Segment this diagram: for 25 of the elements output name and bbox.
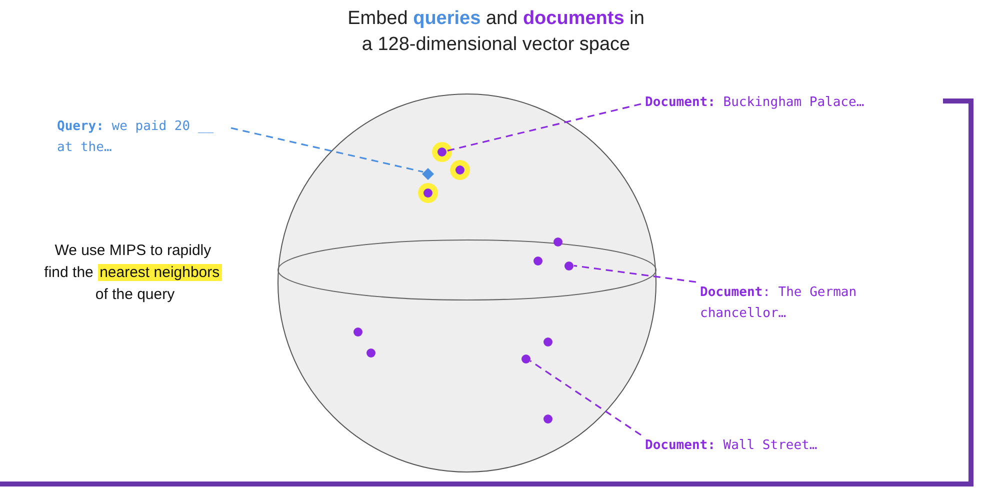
title: Embed queries and documents in a 128-dimensional vector space	[346, 7, 646, 57]
leader-line	[446, 103, 642, 152]
note-text: We use MIPS to rapidly	[54, 242, 212, 259]
leader-line	[574, 264, 696, 283]
document-point	[552, 235, 564, 247]
text-label: Document: The German chancellor…	[700, 282, 920, 324]
query-point	[422, 167, 434, 179]
document-point	[520, 352, 532, 364]
leader-line	[530, 360, 642, 436]
highlighted-point	[449, 159, 471, 181]
highlighted-point	[431, 141, 453, 163]
document-point	[532, 254, 544, 266]
text-label: Query: we paid 20 __ at the…	[57, 116, 227, 158]
note-text: of the query	[95, 286, 175, 303]
note-text: find the	[44, 264, 94, 281]
document-point	[542, 412, 554, 424]
text-label: Document: Buckingham Palace…	[645, 92, 945, 113]
document-point	[542, 335, 554, 347]
document-point	[352, 325, 364, 337]
text-label: Document: Wall Street…	[645, 435, 875, 456]
highlighted-point	[417, 182, 439, 204]
highlighted-text: nearest neighbors	[98, 264, 222, 281]
leader-line	[230, 127, 424, 173]
document-point	[563, 259, 575, 271]
document-point	[365, 346, 377, 358]
